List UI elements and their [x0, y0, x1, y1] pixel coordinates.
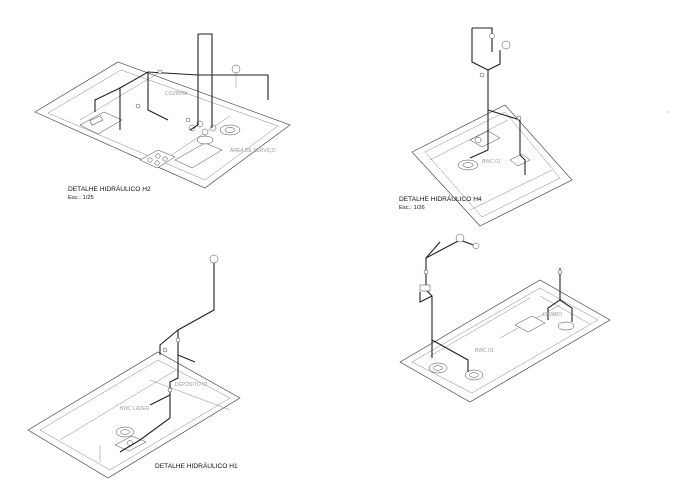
- room-label: LAVABO: [543, 312, 562, 318]
- detail-title-h4: DETALHE HIDRÁULICO H4: [399, 196, 482, 203]
- room-label: BWC 01: [482, 159, 501, 165]
- detail-scale-h4: Esc.: 1/26: [399, 205, 425, 211]
- sink-h2-left: [79, 111, 123, 135]
- detail-h2-drawing: COZINHA ÁREA DE SERVIÇO: [34, 33, 291, 189]
- detail-scale-h2: Esc.: 1/25: [68, 195, 94, 201]
- room-label: ÁREA DE SERVIÇO: [230, 147, 276, 154]
- room-label: BWC LAZER: [120, 406, 150, 412]
- register-h2: [231, 64, 241, 74]
- detail-h1-drawing: DEPÓSITO 01 BWC LAZER: [27, 254, 241, 479]
- pipe-h2-main: [197, 34, 269, 100]
- sink-basin-h2: [89, 115, 104, 126]
- room-label: BWC 01: [475, 348, 494, 354]
- pipe-h1-main: [169, 262, 215, 383]
- register-h4: [501, 40, 511, 50]
- detail-title-h2: DETALHE HIDRÁULICO H2: [68, 186, 151, 193]
- basin-h4: [469, 130, 501, 148]
- room-label: DEPÓSITO 01: [175, 381, 208, 388]
- laundry-sink-h2: [174, 142, 223, 169]
- toilet-h3-lavabo: [557, 321, 575, 331]
- detail-title-h1: DETALHE HIDRÁULICO H1: [155, 463, 238, 470]
- register-h3: [455, 233, 465, 243]
- room-label: COZINHA: [165, 91, 188, 97]
- detail-h4-drawing: BWC 01: [411, 27, 573, 227]
- detail-h3-drawing: BWC 01 LAVABO: [399, 233, 611, 403]
- register-h1: [209, 254, 219, 264]
- stove-h2: [139, 149, 176, 169]
- basin-h3: [514, 315, 546, 333]
